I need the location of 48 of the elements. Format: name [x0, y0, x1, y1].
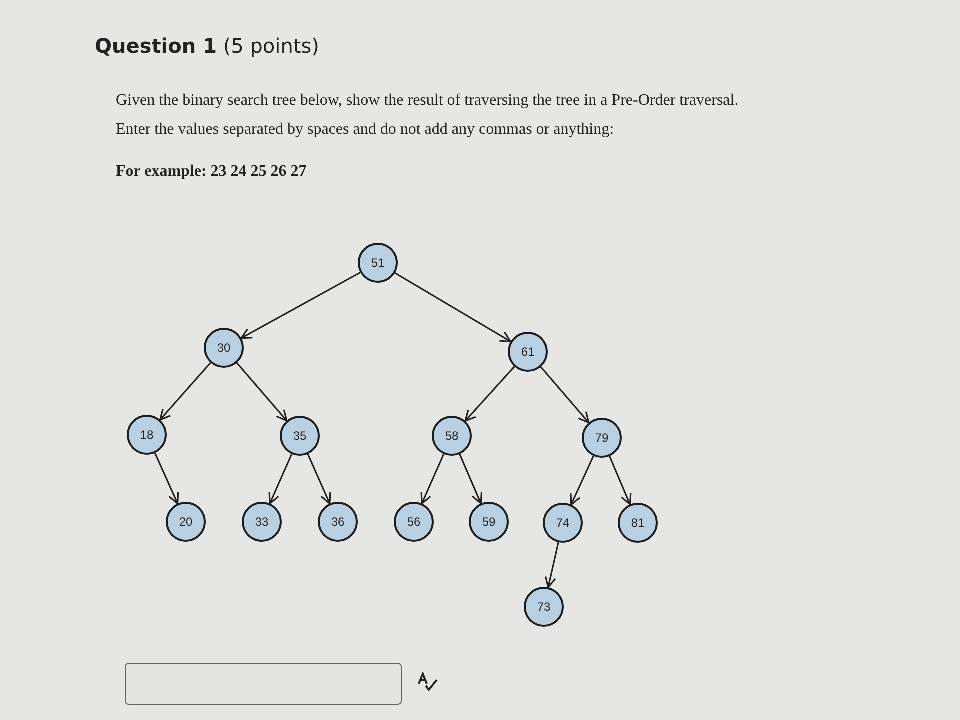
node-value: 81: [631, 516, 645, 530]
tree-node-circle: [432, 416, 472, 456]
tree-node-circle: [582, 418, 622, 458]
arrow: [236, 362, 288, 422]
tree-node-circle: [394, 502, 434, 542]
node-value: 30: [217, 341, 231, 355]
tree-node-circle: [508, 332, 548, 372]
tree-node-circle: [166, 502, 206, 542]
tree-node-circle: [318, 502, 358, 542]
question-title: Question 1 (5 points): [95, 34, 320, 58]
arrow: [268, 454, 293, 504]
node-value: 74: [556, 516, 570, 530]
node-value: 59: [482, 515, 496, 529]
arrow: [464, 366, 516, 422]
tree-node-circle: [280, 416, 320, 456]
node-value: 51: [371, 256, 385, 270]
node-value: 79: [595, 431, 609, 445]
arrow: [154, 452, 180, 505]
instruction-text: Given the binary search tree below, show the result of traversing the tree in a Pre-Order traversal.: [116, 92, 739, 110]
tree-node-circle: [543, 503, 583, 543]
example-text: For example: 23 24 25 26 27: [116, 163, 307, 181]
node-value: 73: [537, 600, 551, 614]
tree-node-circle: [127, 415, 167, 455]
arrow: [420, 454, 445, 504]
arrow: [570, 456, 594, 506]
arrow: [394, 272, 512, 343]
node-value: 20: [179, 515, 193, 529]
node-value: 58: [445, 429, 459, 443]
node-value: 56: [407, 515, 421, 529]
arrow: [240, 272, 361, 340]
tree-node-circle: [358, 243, 398, 283]
tree-node-circle: [618, 503, 658, 543]
tree-node-circle: [204, 328, 244, 368]
node-value: 33: [255, 515, 269, 529]
tree-node-circle: [242, 502, 282, 542]
node-value: 18: [140, 428, 154, 442]
arrow: [459, 454, 483, 504]
tree-node-circle: [524, 587, 564, 627]
node-value: 61: [521, 345, 535, 359]
arrow: [544, 542, 560, 588]
instruction-text: Enter the values separated by spaces and do not add any commas or anything:: [116, 121, 614, 139]
arrow: [540, 366, 590, 424]
arrow: [609, 456, 632, 506]
tree-node-circle: [469, 502, 509, 542]
arrow: [307, 454, 332, 504]
arrow: [159, 362, 212, 421]
node-value: 36: [331, 515, 345, 529]
node-value: 35: [293, 429, 307, 443]
